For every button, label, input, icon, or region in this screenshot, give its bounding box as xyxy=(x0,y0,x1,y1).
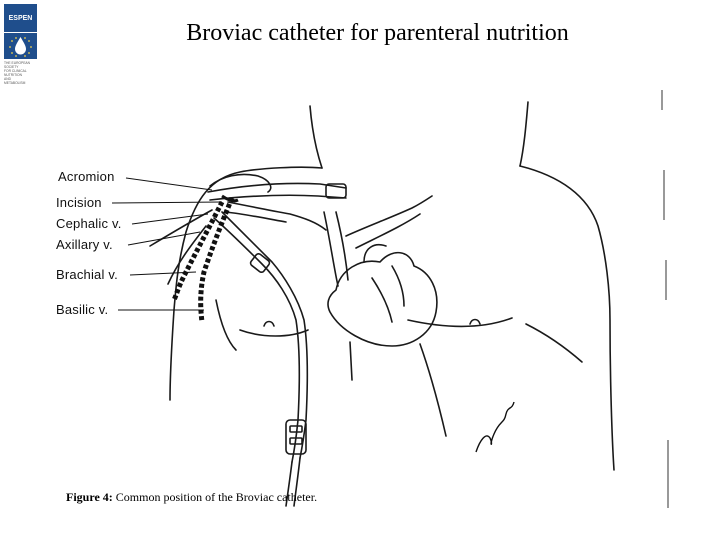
left-nipple xyxy=(263,320,275,327)
clavicle-outline xyxy=(207,182,347,193)
leader-brachial xyxy=(129,271,197,276)
axillary-vein-line xyxy=(167,225,207,285)
espen-logo: ESPEN THE EUROPEAN SOCIETY FOR CLINICAL … xyxy=(4,4,44,90)
sternum-line xyxy=(349,341,353,381)
figure-caption: Figure 4: Common position of the Broviac… xyxy=(66,490,317,505)
droplet-stars-icon xyxy=(9,37,32,57)
catheter-end-line-inner xyxy=(293,457,301,507)
scan-edge-line xyxy=(661,90,669,508)
leader-cephalic xyxy=(131,213,209,225)
innominate-vein xyxy=(345,195,433,237)
catheter-external-line xyxy=(213,217,301,463)
right-shoulder-outline xyxy=(519,165,615,471)
page-title: Broviac catheter for parenteral nutritio… xyxy=(186,20,569,46)
left-pectoral-line xyxy=(239,329,309,337)
label-brachial-vein: Brachial v. xyxy=(56,267,118,282)
clavicle-lower xyxy=(209,194,347,201)
neck-left-outline xyxy=(309,105,323,169)
acromion-bump xyxy=(209,173,272,193)
cephalic-vein-line xyxy=(149,209,213,247)
innominate-vein-lower xyxy=(355,213,421,249)
clavicle-end xyxy=(325,183,347,199)
catheter-hub-ring-2 xyxy=(289,437,303,445)
cephalic-vein xyxy=(198,197,235,323)
leader-acromion xyxy=(125,177,213,191)
dacron-cuff xyxy=(249,252,271,274)
catheter-hub-ring-1 xyxy=(289,425,303,433)
label-acromion: Acromion xyxy=(58,169,115,184)
right-nipple xyxy=(469,318,481,325)
label-axillary-vein: Axillary v. xyxy=(56,237,113,252)
label-basilic-vein: Basilic v. xyxy=(56,302,109,317)
label-cephalic-vein: Cephalic v. xyxy=(56,216,122,231)
figure-number: Figure 4: xyxy=(66,490,113,504)
right-torso-line xyxy=(419,343,447,437)
catheter-hub xyxy=(285,419,307,455)
left-arm-outline xyxy=(169,309,175,401)
catheter-external-line-inner xyxy=(221,211,309,459)
neck-right-outline xyxy=(519,101,529,167)
catheter-end-line xyxy=(285,461,293,507)
right-pectoral-line xyxy=(407,317,513,328)
brachial-vein xyxy=(171,200,225,302)
heart-chamber-line xyxy=(371,277,393,323)
incision-mark xyxy=(221,194,239,203)
leader-incision xyxy=(111,201,223,204)
espen-logo-emblem xyxy=(4,33,37,59)
left-pectoral-edge xyxy=(215,299,237,351)
label-incision: Incision xyxy=(56,195,102,210)
svc-right-wall xyxy=(335,211,349,281)
espen-logo-tagline: THE EUROPEAN SOCIETY FOR CLINICAL NUTRIT… xyxy=(4,61,31,85)
heart-outline xyxy=(327,251,438,347)
catheter-upper-path xyxy=(227,201,327,231)
right-side-line xyxy=(525,323,583,363)
espen-logo-wordmark: ESPEN xyxy=(4,4,37,32)
signature-mark xyxy=(475,401,515,453)
leader-axillary xyxy=(127,231,201,246)
svc-left-wall xyxy=(323,211,339,287)
aorta-arch xyxy=(363,244,387,263)
figure-caption-text: Common position of the Broviac catheter. xyxy=(112,490,318,504)
heart-septum xyxy=(391,265,405,307)
catheter-upper-path-lower xyxy=(225,211,287,223)
